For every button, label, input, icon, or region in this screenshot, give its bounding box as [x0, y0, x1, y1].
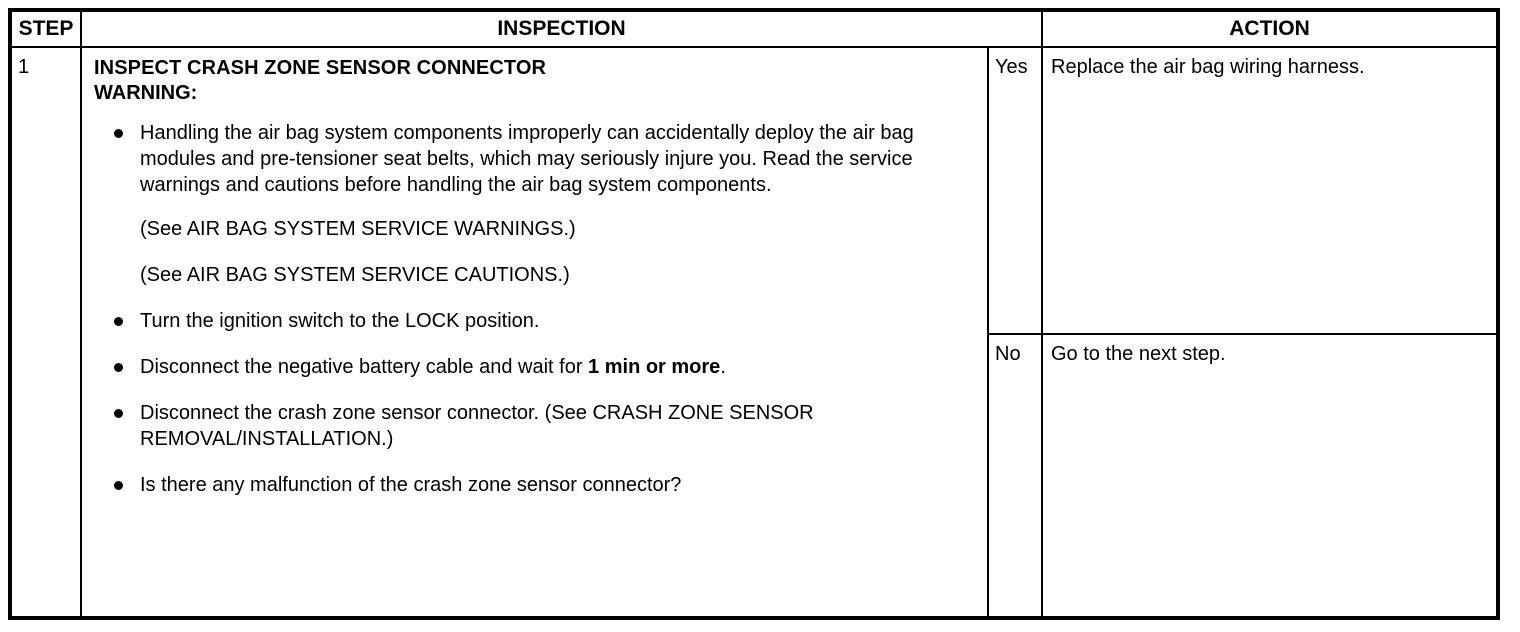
bullet-text: Handling the air bag system components i… [140, 122, 914, 196]
list-item: Is there any malfunction of the crash zo… [94, 472, 977, 498]
bullet-text: Disconnect the crash zone sensor connect… [140, 402, 814, 450]
cell-branch-labels: Yes No [987, 48, 1041, 616]
list-item: Turn the ignition switch to the LOCK pos… [94, 308, 977, 334]
inspection-bullet-list: Handling the air bag system components i… [94, 120, 977, 498]
action-yes-text: Replace the air bag wiring harness. [1051, 56, 1365, 78]
reference-cautions-line: (See AIR BAG SYSTEM SERVICE CAUTIONS.) [140, 264, 570, 286]
bullet-text-prefix: Disconnect the negative battery cable an… [140, 356, 589, 378]
bullet-dot-icon [114, 481, 123, 490]
table-body-row: 1 INSPECT CRASH ZONE SENSOR CONNECTOR WA… [12, 48, 1496, 616]
bullet-dot-icon [114, 409, 123, 418]
bullet-dot-icon [114, 363, 123, 372]
branch-label-yes: Yes [995, 56, 1028, 78]
inspection-title: INSPECT CRASH ZONE SENSOR CONNECTOR [94, 57, 547, 79]
step-number-value: 1 [18, 56, 30, 78]
inspection-content: INSPECT CRASH ZONE SENSOR CONNECTOR WARN… [94, 56, 977, 498]
bullet-dot-icon [114, 129, 123, 138]
bullet-text-suffix: . [720, 356, 726, 378]
warning-label: WARNING: [94, 82, 198, 104]
bullet-text: Is there any malfunction of the crash zo… [140, 474, 682, 496]
column-header-action: ACTION [1041, 12, 1496, 46]
action-no-text: Go to the next step. [1051, 343, 1226, 365]
branch-label-yes-cell: Yes [989, 48, 1041, 335]
action-yes-cell: Replace the air bag wiring harness. [1043, 48, 1496, 335]
diagnostic-table: STEP INSPECTION ACTION 1 INSPECT CRASH Z… [8, 8, 1500, 620]
branch-label-no-cell: No [989, 335, 1041, 616]
branch-label-no: No [995, 343, 1021, 365]
bullet-text-emphasis: 1 min or more [588, 356, 721, 378]
list-item: Disconnect the negative battery cable an… [94, 354, 977, 380]
action-no-cell: Go to the next step. [1043, 335, 1496, 616]
column-header-step: STEP [18, 17, 74, 40]
cell-action: Replace the air bag wiring harness. Go t… [1041, 48, 1496, 616]
bullet-dot-icon [114, 317, 123, 326]
column-header-inspection: INSPECTION [80, 12, 1041, 46]
list-item: Handling the air bag system components i… [94, 120, 977, 198]
cell-inspection: INSPECT CRASH ZONE SENSOR CONNECTOR WARN… [80, 48, 987, 616]
list-item: Disconnect the crash zone sensor connect… [94, 400, 977, 452]
table-header-row: STEP INSPECTION ACTION [12, 12, 1496, 48]
bullet-text: Turn the ignition switch to the LOCK pos… [140, 310, 540, 332]
cell-step-number: 1 [12, 48, 80, 616]
reference-warnings-line: (See AIR BAG SYSTEM SERVICE WARNINGS.) [140, 218, 576, 240]
